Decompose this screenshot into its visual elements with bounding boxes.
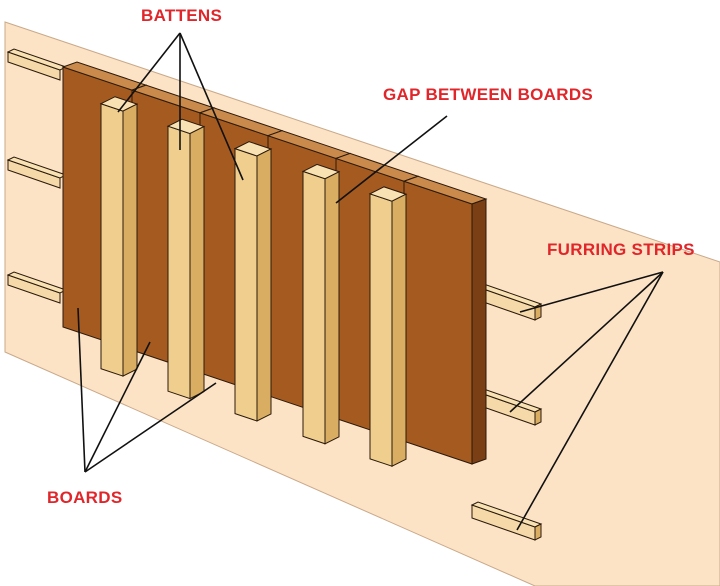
furring-strips-right [470,281,543,541]
batten-4-face [302,170,326,445]
batten-1-side [122,103,138,377]
batten-5-side [391,193,407,468]
batten-3-face [234,147,258,422]
batten-1-face [100,103,124,377]
leader-boards-3 [84,382,217,473]
leader-battens-3 [179,32,244,181]
batten-2-side [189,125,205,400]
leader-gap [335,115,448,204]
leader-boards-1 [77,307,86,473]
batten-4-side [324,170,340,445]
label-furring-strips: FURRING STRIPS [547,240,695,259]
label-boards: BOARDS [47,488,123,507]
leader-lines [77,32,664,531]
batten-2-face [167,125,191,400]
battens [99,96,408,468]
leader-battens-1 [117,32,181,113]
board-6-side [471,198,487,465]
leader-furring-1 [519,271,664,313]
leader-boards-2 [84,341,151,473]
label-battens: BATTENS [141,6,223,25]
board-6-face [403,180,473,465]
batten-3-side [256,148,272,422]
batten-5-face [369,193,393,467]
leader-furring-2 [509,271,664,413]
label-gap-between-boards: GAP BETWEEN BOARDS [383,85,594,104]
leader-furring-3 [516,271,664,531]
